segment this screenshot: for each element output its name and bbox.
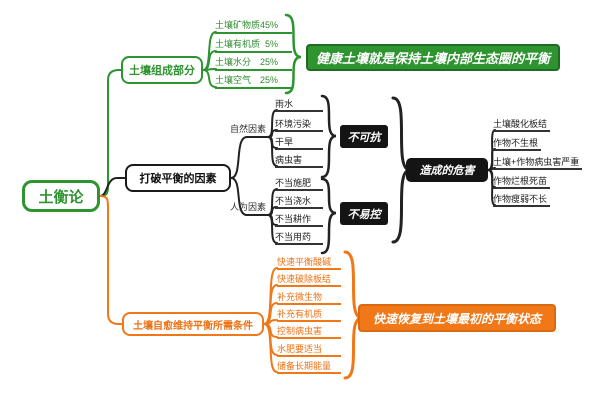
healing-item: 快速破除板结 <box>277 273 341 287</box>
natural-factor-item: 雨水 <box>275 98 323 112</box>
item-label: 土壤空气 <box>215 75 252 85</box>
human-factor-item: 不当用药 <box>275 231 323 245</box>
group-label-human-factors: 人为因素 <box>230 202 267 212</box>
connector-line <box>230 177 269 216</box>
natural-factor-item: 环境污染 <box>275 118 323 132</box>
healing-item: 补充有机质 <box>277 308 341 322</box>
healing-item: 补充微生物 <box>277 291 341 305</box>
item-label: 土壤有机质 <box>215 39 261 49</box>
item-value: 25% <box>259 57 278 67</box>
group-label-natural-factors: 自然因素 <box>230 124 267 134</box>
healing-item: 水肥要适当 <box>277 343 341 357</box>
healing-item: 控制病虫害 <box>277 325 341 339</box>
human-factor-item: 不当施肥 <box>275 177 323 191</box>
item-label: 土壤水分 <box>215 57 252 67</box>
item-label: 土壤矿物质 <box>215 20 261 30</box>
connector-line <box>99 177 126 197</box>
harm-item: 作物烂根死苗 <box>493 175 551 189</box>
item-value: 25% <box>259 75 278 85</box>
green-branch-connectors <box>99 13 302 197</box>
topic-breaking-factors: 打破平衡的因素 <box>125 164 231 192</box>
note-healthy-soil: 健康土壤就是保持土壤内部生态圈的平衡 <box>306 44 560 71</box>
item-value: 45% <box>260 20 279 30</box>
tag-hard-to-control: 不易控 <box>340 202 388 225</box>
connector-line <box>267 214 278 244</box>
item-value: 5% <box>264 39 278 49</box>
connector-line <box>487 169 496 206</box>
root-topic: 土衡论 <box>22 180 100 212</box>
connector-line <box>263 323 278 373</box>
connector-line <box>202 69 217 88</box>
harm-item: 土壤+作物病虫害严重 <box>493 156 583 170</box>
note-restore-balance: 快速恢复到土壤最初的平衡状态 <box>358 304 556 332</box>
brace-icon <box>284 13 302 95</box>
connector-line <box>99 195 123 325</box>
brace-icon <box>320 177 337 255</box>
natural-factor-item: 干旱 <box>275 136 323 150</box>
harm-item: 作物瘦弱不长 <box>493 193 551 207</box>
topic-soil-composition: 土壤组成部分 <box>121 56 203 84</box>
harm-item: 作物不生根 <box>493 137 542 151</box>
composition-item: 土壤水分 25% <box>215 56 292 71</box>
composition-item: 土壤矿物质 45% <box>215 19 292 34</box>
human-factor-item: 不当浇水 <box>275 195 323 209</box>
composition-item: 土壤空气 25% <box>215 74 292 89</box>
topic-resulting-harm: 造成的危害 <box>406 158 488 182</box>
connector-line <box>267 136 278 167</box>
human-factor-item: 不当耕作 <box>275 213 323 227</box>
composition-item: 土壤有机质 5% <box>215 38 292 53</box>
connector-line <box>230 136 269 179</box>
healing-item: 快速平衡酸碱 <box>277 256 341 270</box>
healing-item: 储备长期能量 <box>277 360 341 374</box>
brace-icon <box>320 94 337 179</box>
harm-item: 土壤酸化板结 <box>493 118 551 132</box>
connector-line <box>99 69 122 197</box>
topic-self-healing-conditions: 土壤自愈维持平衡所需条件 <box>122 312 264 336</box>
natural-factor-item: 病虫害 <box>275 154 323 168</box>
tag-uncontrollable: 不可抗 <box>340 125 388 148</box>
